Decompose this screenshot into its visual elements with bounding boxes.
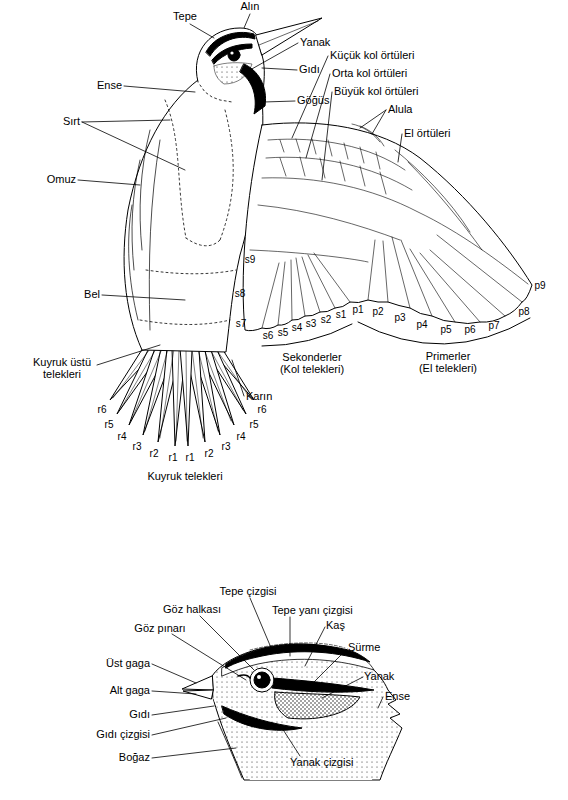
feather-number: s5 xyxy=(278,327,289,339)
head-outline xyxy=(212,644,402,780)
wing-feather-lines xyxy=(250,124,528,328)
feather-number: r5 xyxy=(250,419,259,431)
part-label: Büyük kol örtüleri xyxy=(334,85,418,97)
part-label: Boğaz xyxy=(119,751,150,763)
feather-number: r3 xyxy=(222,441,231,453)
feather-number: s6 xyxy=(263,330,274,342)
eye-line xyxy=(272,678,374,692)
part-label: Kuyruk telekleri xyxy=(147,470,222,482)
feather-number: p9 xyxy=(534,280,545,292)
feather-number: p6 xyxy=(464,324,475,336)
leader-lines xyxy=(78,14,402,758)
feather-number: p7 xyxy=(488,320,499,332)
feather-number: r5 xyxy=(105,419,114,431)
feather-number: p2 xyxy=(372,306,383,318)
feather-number: s9 xyxy=(245,254,256,266)
part-label: Tepe çizgisi xyxy=(220,585,277,597)
part-label: Üst gaga xyxy=(106,657,150,669)
feather-number: s2 xyxy=(321,314,332,326)
part-label: Ense xyxy=(97,79,122,91)
part-label: Kuyruk üstü telekleri xyxy=(29,356,95,380)
feather-number: s3 xyxy=(306,318,317,330)
part-label: Göğüs xyxy=(297,94,329,106)
feather-number: s4 xyxy=(292,322,303,334)
part-label: Tepe xyxy=(173,10,197,22)
feather-number: p8 xyxy=(518,306,529,318)
feather-number: r1 xyxy=(169,452,178,464)
part-label: El örtüleri xyxy=(404,127,450,139)
breast-band xyxy=(240,64,266,114)
primaries-bracket xyxy=(358,318,530,344)
feather-number: p3 xyxy=(394,312,405,324)
feather-number: r3 xyxy=(133,441,142,453)
cheek-patch xyxy=(275,692,360,719)
feather-number: s8 xyxy=(235,288,246,300)
part-label: Gıdı xyxy=(299,63,320,75)
part-label: Yanak çizgisi xyxy=(290,756,353,768)
feather-number: r2 xyxy=(205,448,214,460)
tail-feathers xyxy=(110,348,254,446)
feather-number: r4 xyxy=(237,431,246,443)
part-label: (El telekleri) xyxy=(419,362,477,374)
feather-number: r2 xyxy=(150,448,159,460)
part-label: Ense xyxy=(385,690,410,702)
feather-number: p4 xyxy=(416,319,427,331)
scapular-lines xyxy=(129,130,160,330)
part-label: Gıdı çizgisi xyxy=(96,728,150,740)
part-label: Yanak xyxy=(300,36,330,48)
feather-number: s7 xyxy=(236,318,247,330)
feather-number: r4 xyxy=(118,431,127,443)
part-label: Omuz xyxy=(47,173,76,185)
lower-beak xyxy=(183,690,213,699)
part-label: Göz halkası xyxy=(163,603,221,615)
malar-stripe xyxy=(222,706,302,730)
eye-stripe xyxy=(212,44,252,64)
part-label: Kaş xyxy=(326,619,345,631)
part-label: Bel xyxy=(84,288,100,300)
feather-number: r6 xyxy=(98,404,107,416)
upper-beak xyxy=(182,676,213,690)
part-label: Karın xyxy=(246,390,272,402)
feather-number: r6 xyxy=(258,404,267,416)
eye-ring xyxy=(250,668,274,692)
part-label: Yanak xyxy=(364,670,394,682)
feather-number: p5 xyxy=(440,324,451,336)
part-label: Küçük kol örtüleri xyxy=(330,49,414,61)
wing xyxy=(243,123,532,331)
part-label: Sürme xyxy=(348,641,380,653)
part-label: Sekonderler xyxy=(282,351,341,363)
part-label: Gıdı xyxy=(129,708,150,720)
part-label: Alula xyxy=(388,103,412,115)
part-label: Alt gaga xyxy=(110,684,150,696)
part-label: Orta kol örtüleri xyxy=(332,67,407,79)
part-label: Göz pınarı xyxy=(134,622,185,634)
part-label: (Kol telekleri) xyxy=(280,363,344,375)
feather-number: r1 xyxy=(186,452,195,464)
part-label: Alın xyxy=(241,0,260,12)
feather-number: p1 xyxy=(352,304,363,316)
part-label: Tepe yanı çizgisi xyxy=(272,604,353,616)
part-label: Primerler xyxy=(426,350,471,362)
feather-number: s1 xyxy=(336,309,347,321)
part-label: Sırt xyxy=(63,115,80,127)
region-lines xyxy=(140,85,236,325)
